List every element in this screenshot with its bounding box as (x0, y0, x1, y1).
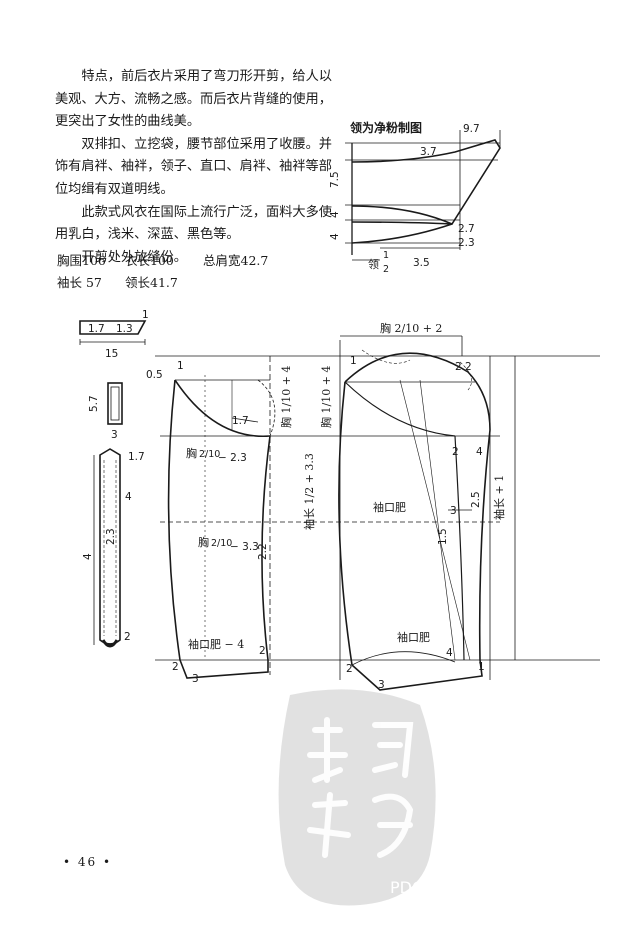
front-17-label: 1.7 (232, 415, 249, 427)
collar-neck-label: 领 (368, 258, 379, 271)
back-length-label: 袖长 + 1 (492, 475, 506, 520)
back-2b-label: 2 (346, 663, 353, 675)
front-cuff-label: 袖口肥 − 4 (188, 637, 244, 651)
paragraph-seam: 开剪处外放缝份。 (81, 249, 187, 265)
small-part-labels: 1.7 1.3 1 15 5.7 3 1.7 4 2.3 4 2 (82, 309, 149, 643)
back-15-label: 1.5 (437, 528, 449, 545)
front-2a-label: 2 (172, 661, 179, 673)
back-sleeve-drawing (338, 335, 516, 691)
spec-collar: 领长41.7 (125, 275, 178, 290)
strap-15-label: 15 (105, 348, 118, 360)
loop-57-label: 5.7 (88, 395, 100, 412)
collar-23-label: 2.3 (458, 237, 475, 249)
collar-35-label: 3.5 (413, 257, 430, 269)
description-text: 特点，前后衣片采用了弯刀形开剪，给人以美观、大方、流畅之感。而后衣片背缝的使用，… (55, 66, 340, 269)
paragraph-materials: 此款式风衣在国际上流行广泛，面料大多使用乳白，浅米、深蓝、黑色等。 (55, 204, 332, 243)
collar-diagram (345, 130, 501, 261)
watermark-seal: PDG (278, 689, 436, 906)
front-chest-b-suffix: − 3.3 (230, 541, 259, 553)
collar-4b-label: 4 (329, 233, 341, 240)
back-3b-label: 3 (378, 679, 385, 691)
tab-23-label: 2.3 (105, 528, 117, 545)
front-chest-a-suffix: − 2.3 (218, 452, 247, 464)
tab-2-label: 2 (124, 631, 131, 643)
tab-17-label: 1.7 (128, 451, 145, 463)
front-sleeve-labels: 0.5 1 1.7 胸 2/10 − 2.3 胸 2/10 − 3.3 2.2 … (146, 360, 333, 685)
back-25-label: 2.5 (470, 491, 482, 508)
back-top-label: 胸 2/10 + 2 (380, 321, 442, 335)
back-22-label: 2.2 (455, 361, 472, 373)
back-3a-label: 3 (450, 505, 457, 517)
back-cuff-top-label: 袖口肥 (373, 500, 406, 514)
shoulder-strap-drawing (79, 320, 147, 345)
front-chest-a-label: 胸 (186, 446, 197, 460)
collar-half-num: 1 (383, 250, 389, 261)
page-number: • 46 • (63, 855, 113, 869)
strap-13-label: 1.3 (116, 323, 133, 335)
front-1-label: 1 (177, 360, 184, 372)
seal-pdg: PDG (390, 878, 424, 897)
sleeve-tab-drawing (93, 448, 121, 648)
front-2b-label: 2 (259, 645, 266, 657)
loop-3-label: 3 (111, 429, 118, 441)
front-sleeve-drawing (155, 355, 600, 679)
front-chest-a-frac: 2/10 (199, 449, 220, 460)
strap-17-label: 1.7 (88, 323, 105, 335)
strap-1-label: 1 (142, 309, 149, 321)
back-1b-label: 1 (478, 661, 485, 673)
collar-diagram-title: 领为净粉制图 (350, 121, 423, 135)
back-cuff-bot-label: 袖口肥 (397, 630, 430, 644)
front-chest-b-frac: 2/10 (211, 538, 232, 549)
paragraph-details: 双排扣、立挖袋，腰节部位采用了收腰。并饰有肩袢、袖袢，领子、直口、肩袢、袖袢等部… (55, 136, 332, 197)
paragraph-features: 特点，前后衣片采用了弯刀形开剪，给人以美观、大方、流畅之感。而后衣片背缝的使用，… (55, 69, 332, 130)
tab-4a-label: 4 (125, 491, 132, 503)
back-sleeve-labels: 胸 2/10 + 2 2.2 1 袖口肥 袖口肥 2 4 3 1.5 2.5 4… (346, 321, 506, 691)
front-22-label: 2.2 (257, 543, 269, 560)
spec-length: 衣长100 (125, 253, 174, 268)
tab-4b-label: 4 (82, 553, 94, 560)
collar-height-label: 7.5 (329, 171, 341, 188)
front-chest-b-label: 胸 (198, 535, 209, 549)
collar-width-label: 9.7 (463, 123, 480, 135)
collar-27-label: 2.7 (458, 223, 475, 235)
front-05-label: 0.5 (146, 369, 163, 381)
front-3-label: 3 (192, 673, 199, 685)
collar-labels: 9.7 3.7 7.5 4 4 2.7 2.3 领 1 2 3.5 (329, 123, 480, 275)
back-4b-label: 4 (446, 647, 453, 659)
spec-chest: 胸围106 (57, 253, 106, 268)
collar-half-den: 2 (383, 264, 389, 275)
front-v2-label: 胸 1/10 + 4 (319, 366, 333, 428)
collar-stand-label: 3.7 (420, 146, 437, 158)
collar-4a-label: 4 (329, 211, 341, 218)
back-2a-label: 2 (452, 446, 459, 458)
back-1-label: 1 (350, 355, 357, 367)
spec-sleeve: 袖长 57 (57, 275, 102, 290)
spec-shoulder: 总肩宽42.7 (203, 253, 269, 268)
front-v1-label: 胸 1/10 + 4 (279, 366, 293, 428)
belt-loop-drawing (107, 382, 123, 425)
front-v3-label: 袖长 1/2 + 3.3 (302, 453, 316, 530)
back-4a-label: 4 (476, 446, 483, 458)
